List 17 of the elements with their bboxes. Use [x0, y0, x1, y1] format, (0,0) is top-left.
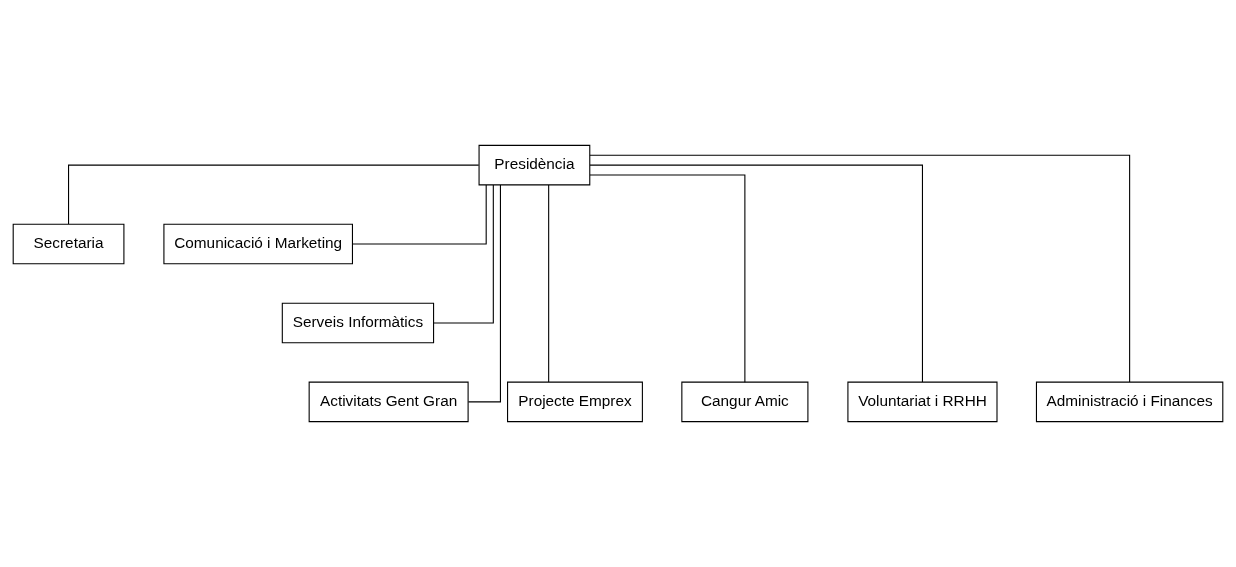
node-box: Activitats Gent Gran [308, 381, 469, 423]
connector [589, 174, 746, 383]
node-box: Presidència [478, 144, 591, 186]
node-box: Cangur Amic [681, 381, 809, 423]
node-box: Secretaria [12, 223, 125, 265]
node-box: Voluntariat i RRHH [847, 381, 998, 423]
node-box: Comunicació i Marketing [163, 223, 353, 265]
node-box: Projecte Emprex [507, 381, 643, 423]
connector [68, 164, 480, 225]
connector [433, 184, 494, 324]
connector [467, 184, 501, 403]
node-box: Serveis Informàtics [281, 302, 435, 344]
connector [352, 184, 487, 245]
node-box: Administració i Finances [1035, 381, 1224, 423]
connector [589, 164, 923, 383]
connector [548, 184, 550, 383]
connector [589, 154, 1131, 383]
